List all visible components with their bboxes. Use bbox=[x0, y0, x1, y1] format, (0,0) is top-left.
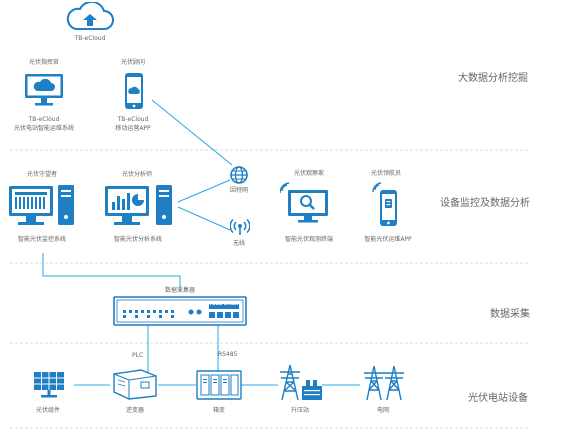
wireless-caption: 无线 bbox=[232, 240, 246, 247]
rs485-label: RS485 bbox=[218, 351, 238, 358]
cloud-label: TB-eCloud bbox=[74, 35, 106, 42]
layer-label-data-collection: 数据采集 bbox=[490, 309, 530, 320]
monitoring-workstation-icon bbox=[8, 182, 76, 234]
patrol-title: 光伏领航员 bbox=[370, 170, 402, 177]
analyst-system-caption: 智能光伏分析系统 bbox=[113, 236, 163, 243]
link-analyst-wireless bbox=[177, 206, 231, 231]
monitor-system-caption: 智能光伏监控系统 bbox=[17, 236, 67, 243]
globe-icon bbox=[229, 165, 249, 189]
substation-label: 升压站 bbox=[290, 407, 310, 414]
collector-brand: TBEA SMART bbox=[209, 302, 242, 307]
layer-label-pv-equipment: 光伏电站设备 bbox=[468, 393, 528, 404]
tier1-left-line1: TB-eCloud bbox=[28, 116, 60, 123]
patrol-caption: 智能光伏运维APP bbox=[364, 236, 412, 243]
combiner-label: 箱变 bbox=[212, 407, 226, 414]
wireless-antenna-icon bbox=[229, 218, 251, 240]
analyst-system-title: 光伏分析师 bbox=[121, 171, 153, 178]
tier1-left-line2: 光伏电站智能运维系统 bbox=[13, 125, 75, 132]
tier1-right-line2: 移动运营APP bbox=[115, 125, 151, 132]
link-analyst-internet bbox=[177, 179, 231, 203]
patrol-phone-icon bbox=[372, 182, 402, 234]
inverter-icon bbox=[111, 368, 159, 404]
phone-cloud-icon bbox=[124, 72, 144, 114]
power-grid-tower-icon bbox=[362, 364, 408, 406]
grid-label: 电网 bbox=[376, 407, 390, 414]
link-app-internet bbox=[151, 99, 233, 166]
link-monitor-collector bbox=[42, 253, 181, 292]
collector-title: 数据采集器 bbox=[164, 287, 196, 294]
layer-label-big-data: 大数据分析挖掘 bbox=[458, 73, 528, 84]
solar-panel-icon bbox=[32, 370, 66, 404]
tier1-right-line1: TB-eCloud bbox=[117, 116, 149, 123]
monitor-cloud-icon bbox=[24, 73, 64, 111]
inspector-caption: 智能光伏观测终端 bbox=[284, 236, 334, 243]
inverter-label: 逆变器 bbox=[125, 407, 145, 414]
monitor-system-title: 光伏守望者 bbox=[26, 171, 58, 178]
cloud-icon bbox=[64, 0, 116, 36]
combiner-box-icon bbox=[196, 370, 242, 404]
inspector-title: 光伏观察家 bbox=[293, 170, 325, 177]
plc-label: PLC bbox=[132, 352, 144, 359]
analysis-workstation-icon bbox=[104, 182, 174, 234]
tier1-right-title: 光伏顾问 bbox=[120, 59, 146, 66]
internet-caption: 因特网 bbox=[229, 187, 249, 194]
pv-module-label: 光伏组件 bbox=[35, 407, 61, 414]
tier1-left-title: 光伏指挥官 bbox=[28, 59, 60, 66]
substation-icon bbox=[278, 364, 324, 406]
layer-label-monitoring: 设备监控及数据分析 bbox=[440, 198, 530, 209]
inspection-terminal-icon bbox=[279, 182, 332, 230]
data-collector-device-icon bbox=[113, 296, 247, 330]
